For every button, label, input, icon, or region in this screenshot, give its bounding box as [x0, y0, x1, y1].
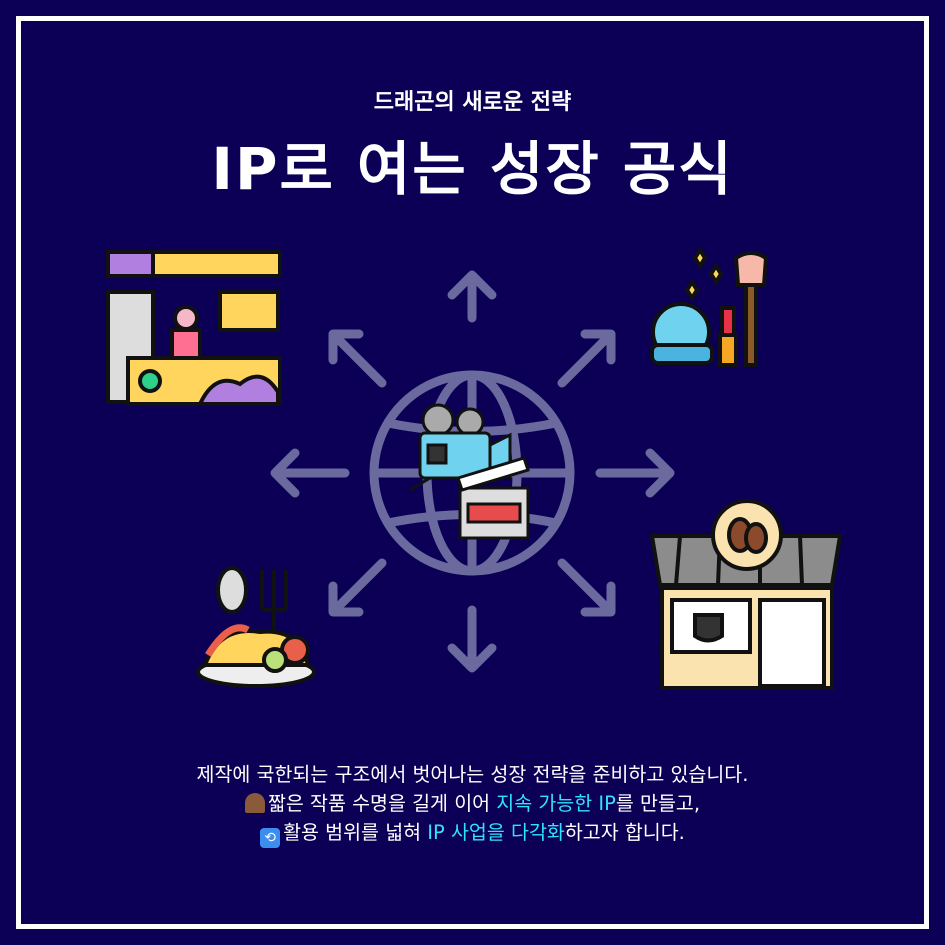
line2-text-b: 를 만들고,	[615, 792, 701, 815]
clapperboard-icon	[456, 456, 530, 540]
line2-text-a: 짧은 작품 수명을 길게 이어	[267, 792, 497, 815]
food-stall-icon	[106, 250, 282, 406]
food-plate-icon	[196, 566, 316, 688]
highlight-ip-diversification: IP 사업을 다각화	[427, 821, 565, 844]
cosmetics-icon	[650, 246, 769, 367]
subtitle: 드래곤의 새로운 전략	[373, 90, 572, 115]
arrow-icons	[270, 270, 675, 673]
description-line-3: ⟲활용 범위를 넓혀 IP 사업을 다각화하고자 합니다.	[0, 818, 945, 848]
highlight-sustainable-ip: 지속 가능한 IP	[496, 792, 616, 815]
repeat-icon: ⟲	[260, 828, 281, 848]
line3-text-a: 활용 범위를 넓혀	[283, 821, 428, 844]
description-line-1: 제작에 국한되는 구조에서 벗어나는 성장 전략을 준비하고 있습니다.	[196, 763, 749, 786]
movie-camera-icon	[409, 403, 512, 492]
mantelpiece-clock-icon	[244, 793, 265, 813]
line3-text-b: 하고자 합니다.	[564, 821, 685, 844]
description-line-2: 짧은 작품 수명을 길게 이어 지속 가능한 IP를 만들고,	[0, 789, 945, 818]
coffee-shop-icon	[649, 499, 843, 690]
white-border-frame	[16, 16, 929, 929]
page-title: IP로 여는 성장 공식	[211, 135, 734, 203]
description: 제작에 국한되는 구조에서 벗어나는 성장 전략을 준비하고 있습니다. 짧은 …	[0, 760, 945, 848]
